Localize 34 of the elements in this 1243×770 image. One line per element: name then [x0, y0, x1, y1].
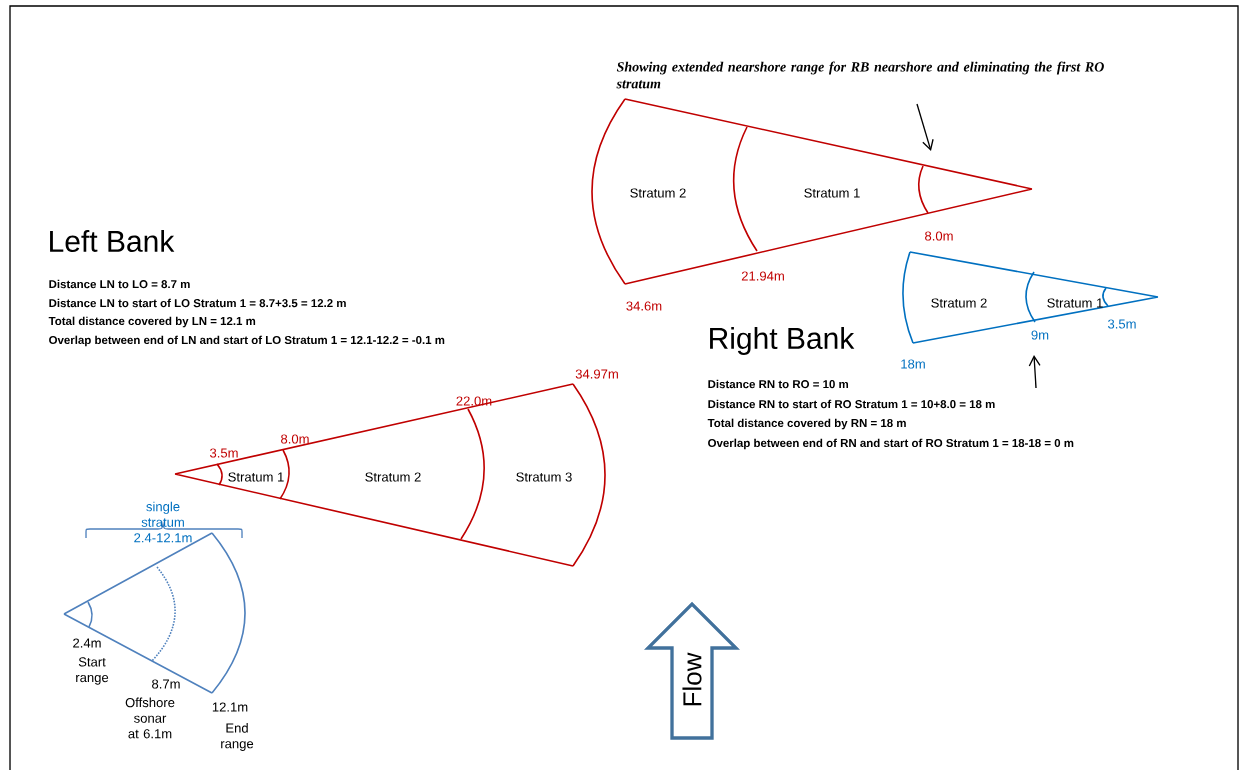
range-label: 21.94m — [741, 271, 784, 281]
range-label: single stratum 2.4-12.1m — [134, 501, 192, 543]
region-label: Stratum 1 — [804, 188, 860, 198]
region-label: Stratum 3 — [516, 472, 572, 482]
range-label: 34.97m — [575, 369, 618, 379]
heading: Left Bank — [50, 229, 175, 252]
range-label: 3.5m — [210, 448, 238, 458]
range-label: 12.1m — [212, 702, 248, 712]
info-line: Distance LN to LO = 8.7 m — [49, 279, 190, 289]
region-label: Stratum 1 — [228, 472, 284, 482]
info-line: Overlap between end of RN and start of RO Stratum 1 = 18-18 = 0 m — [708, 438, 1074, 450]
note-text: Showing extended nearshore range for RB nearshore and eliminating the first RO stratum — [616, 61, 1104, 89]
range-label: 2.4m — [73, 638, 101, 648]
range-text: End range — [221, 723, 254, 751]
info-line: Overlap between end of LN and start of LO Stratum 1 = 12.1-12.2 = -0.1 m — [49, 335, 445, 347]
region-label: Stratum 2 — [931, 298, 987, 308]
range-label: 8.0m — [925, 231, 953, 241]
range-label: 8.7m — [152, 679, 180, 689]
info-line: Total distance covered by RN = 18 m — [707, 418, 906, 430]
range-text: Offshore sonar at 6.1m — [125, 697, 175, 739]
range-label: 34.6m — [626, 301, 662, 311]
info-line: Distance LN to start of LO Stratum 1 = 8.7+3.5 = 12.2 m — [49, 298, 346, 308]
info-line: Distance RN to start of RO Stratum 1 = 10+8.0 = 18 m — [708, 399, 995, 409]
heading: Right Bank — [710, 327, 855, 355]
region-label: Stratum 1 — [1047, 298, 1103, 308]
range-text: Start range — [76, 657, 109, 685]
info-line: Total distance covered by LN = 12.1 m — [48, 316, 256, 328]
range-label: 18m — [901, 359, 925, 369]
info-line: Distance RN to RO = 10 m — [708, 379, 848, 389]
region-label: Stratum 2 — [365, 472, 421, 482]
range-label: 3.5m — [1108, 319, 1136, 329]
range-label: 9m — [1031, 330, 1049, 340]
range-label: 8.0m — [281, 434, 309, 444]
region-label: Stratum 2 — [630, 188, 686, 198]
